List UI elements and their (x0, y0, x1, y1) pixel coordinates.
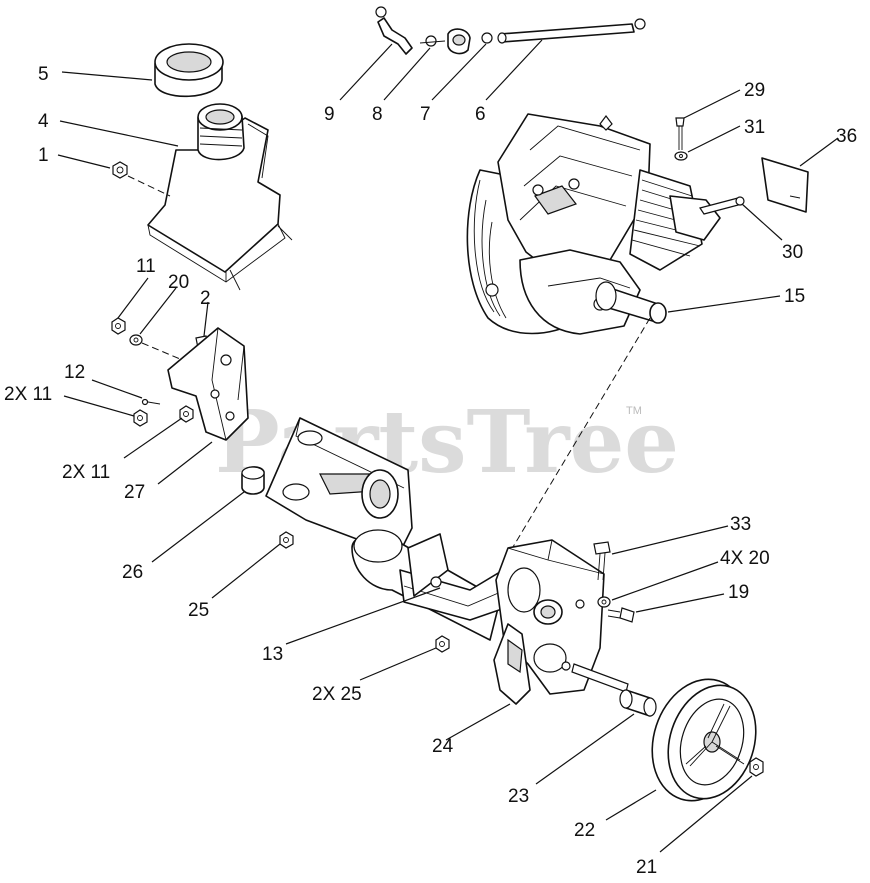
part-15-engine (466, 113, 721, 553)
part-22-wheel (651, 678, 757, 802)
callout-19: 19 (728, 582, 749, 603)
callout-13: 13 (262, 644, 283, 665)
part-11-nut-left (133, 409, 148, 427)
part-21-nut (749, 757, 764, 777)
part-23-spacer (619, 689, 657, 717)
callout-27: 27 (124, 482, 145, 503)
callout-labels: 5 4 1 9 8 7 6 29 31 36 30 15 11 20 2 12 … (4, 64, 857, 878)
callout-29: 29 (744, 80, 765, 101)
callout-23: 23 (508, 786, 529, 807)
callout-4x20: 4X 20 (720, 548, 770, 569)
callout-15: 15 (784, 286, 805, 307)
callout-25: 25 (188, 600, 209, 621)
callout-24: 24 (432, 736, 454, 757)
part-24-bracket (493, 623, 531, 705)
callout-31: 31 (744, 117, 765, 138)
callout-11: 11 (136, 256, 156, 277)
callout-7: 7 (420, 104, 431, 125)
callout-12: 12 (64, 362, 85, 383)
watermark-trademark: TM (626, 405, 642, 417)
part-8-clamp (419, 35, 446, 47)
part-25-nut-lower (435, 635, 450, 653)
part-29-bolt (675, 117, 685, 150)
part-33-bolt (593, 541, 611, 581)
part-5-cap-ring (154, 43, 224, 98)
callout-33: 33 (730, 514, 751, 535)
callout-30: 30 (782, 242, 803, 263)
callout-2x11-bottom: 2X 11 (62, 462, 110, 483)
part-7-filter (447, 28, 493, 55)
part-1-nut (112, 161, 171, 197)
callout-2x11-top: 2X 11 (4, 384, 52, 405)
callout-36: 36 (836, 126, 857, 147)
callout-2x25: 2X 25 (312, 684, 362, 705)
callout-21: 21 (636, 857, 657, 878)
part-19-bolt (607, 607, 635, 623)
callout-6: 6 (475, 104, 486, 125)
part-12-pin (141, 398, 161, 406)
part-20-washer-lower (597, 596, 611, 608)
callout-1: 1 (38, 145, 49, 166)
part-31-washer (674, 151, 688, 161)
callout-26: 26 (122, 562, 143, 583)
callout-2: 2 (200, 288, 211, 309)
part-11-nut-right (179, 405, 194, 423)
callout-4: 4 (38, 111, 49, 132)
callout-5: 5 (38, 64, 49, 85)
callout-20: 20 (168, 272, 189, 293)
part-6-fuel-hose (497, 18, 646, 44)
part-13-frame (265, 417, 529, 641)
part-4-fuel-tank (147, 103, 293, 291)
part-27-bracket (167, 327, 249, 441)
callout-22: 22 (574, 820, 595, 841)
part-26-bushing (241, 466, 265, 495)
leader-lines (57, 39, 839, 853)
part-11-nut-top (111, 317, 126, 335)
callout-9: 9 (324, 104, 335, 125)
callout-8: 8 (372, 104, 383, 125)
part-36-plate (761, 157, 809, 213)
part-9-elbow (375, 6, 413, 55)
part-25-nut (279, 531, 294, 549)
